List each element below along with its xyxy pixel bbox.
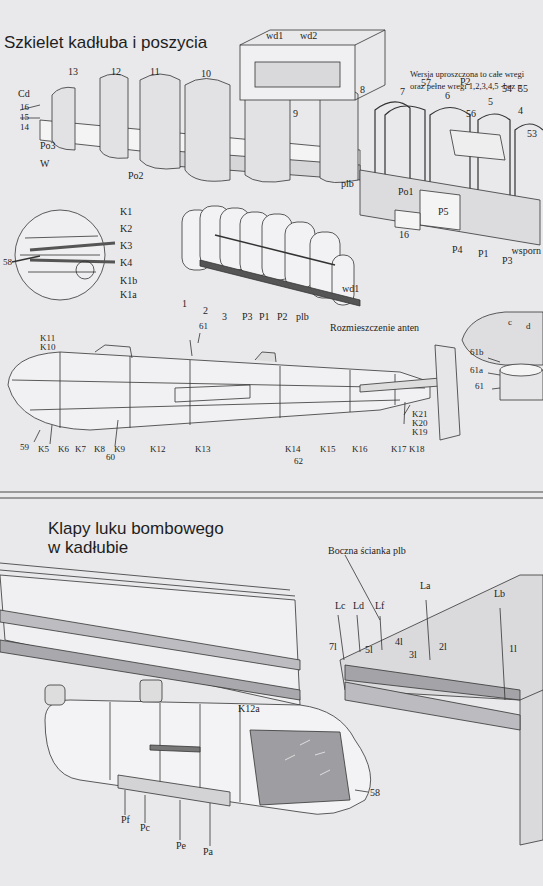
callout-label: 61: [199, 322, 208, 332]
callout-label: K20: [412, 419, 428, 429]
callout-label: Po3: [40, 140, 56, 151]
callout-label: Rozmieszczenie anten: [330, 322, 419, 333]
callout-label: K5: [38, 445, 49, 455]
callout-label: K1a: [120, 289, 137, 300]
callout-label: 1: [182, 298, 187, 309]
callout-label: K12a: [238, 703, 260, 714]
callout-label: K17: [391, 445, 407, 455]
callout-label: plb: [341, 178, 354, 189]
callout-label: P2: [277, 311, 288, 322]
callout-label: 15: [20, 113, 29, 123]
callout-label: 59: [20, 443, 29, 453]
heading: Szkielet kadłuba i poszycia: [4, 34, 207, 53]
callout-label: 4l: [395, 636, 403, 647]
callout-label: Pf: [121, 814, 130, 825]
callout-label: 7: [400, 86, 405, 97]
callout-label: 3: [222, 311, 227, 322]
callout-label: 61: [475, 382, 484, 392]
callout-label: P3: [242, 311, 253, 322]
callout-label: K7: [75, 445, 86, 455]
callout-label: K10: [40, 343, 56, 353]
callout-label: K1: [120, 206, 132, 217]
callout-label: 61a: [470, 366, 483, 376]
callout-label: K21: [412, 410, 428, 420]
callout-label: P1: [478, 248, 489, 259]
callout-label: K16: [352, 445, 368, 455]
callout-label: Pe: [176, 840, 186, 851]
callout-label: La: [420, 580, 431, 591]
callout-label: 10: [201, 68, 211, 79]
callout-label: Pc: [140, 822, 150, 833]
callout-label: Pa: [203, 846, 213, 857]
callout-label: 4: [518, 105, 523, 116]
callout-label: K6: [58, 445, 69, 455]
callout-label: K19: [412, 428, 428, 438]
callout-label: 13: [68, 66, 78, 77]
callout-label: 60: [106, 453, 115, 463]
callout-label: K13: [195, 445, 211, 455]
callout-label: 12: [111, 66, 121, 77]
callout-label: Po2: [128, 170, 144, 181]
callout-label: 16: [399, 229, 409, 240]
callout-label: K3: [120, 240, 132, 251]
callout-label: 61b: [470, 348, 484, 358]
callout-label: wd1: [266, 30, 283, 41]
callout-label: 5l: [365, 644, 373, 655]
callout-label: K8: [94, 445, 105, 455]
callout-label: plb: [296, 311, 309, 322]
callout-label: 54: [502, 83, 512, 94]
callout-label: 16: [20, 103, 29, 113]
callout-label: P2: [460, 76, 471, 87]
callout-label: 7l: [329, 641, 337, 652]
callout-label: 55: [518, 83, 528, 94]
callout-label: 62: [294, 457, 303, 467]
callout-label: K14: [285, 445, 301, 455]
callout-label: P1: [259, 311, 270, 322]
callout-label: 2: [203, 305, 208, 316]
callout-label: Cd: [18, 88, 30, 99]
heading: Klapy luku bombowego w kadłubie: [48, 520, 238, 557]
callout-label: Po1: [398, 186, 414, 197]
callout-label: Boczna ścianka plb: [328, 545, 406, 556]
callout-label: 57: [421, 77, 431, 88]
callout-label: c: [508, 318, 512, 328]
callout-label: P5: [438, 206, 449, 217]
callout-label: W: [40, 158, 49, 169]
callout-label: Ld: [353, 600, 364, 611]
callout-label: 11: [150, 66, 160, 77]
callout-label: K1b: [120, 275, 137, 286]
callout-label: 8: [360, 84, 365, 95]
callout-label: d: [526, 322, 531, 332]
callout-label: 6: [445, 90, 450, 101]
callout-label: 56: [466, 108, 476, 119]
callout-label: 2l: [439, 641, 447, 652]
callout-label: wd2: [300, 30, 317, 41]
callout-label: K2: [120, 223, 132, 234]
callout-label: P4: [452, 244, 463, 255]
callout-label: 5: [488, 96, 493, 107]
callout-label: 9: [293, 108, 298, 119]
callout-label: wsporn: [512, 245, 541, 256]
callout-label: 58: [3, 258, 12, 268]
callout-label: P3: [502, 255, 513, 266]
callout-label: Lf: [375, 600, 384, 611]
callout-label: 14: [20, 123, 29, 133]
callout-label: K15: [320, 445, 336, 455]
callout-label: K12: [150, 445, 166, 455]
callout-label: wd1: [342, 283, 359, 294]
callout-label: Lc: [335, 600, 346, 611]
callout-label: Lb: [494, 588, 505, 599]
callout-label: K4: [120, 257, 132, 268]
callout-label: K9: [114, 445, 125, 455]
callout-label: 58: [370, 787, 380, 798]
callout-label: 1l: [509, 643, 517, 654]
callout-label: 3l: [409, 649, 417, 660]
callout-label: 53: [527, 128, 537, 139]
callout-label: K18: [409, 445, 425, 455]
